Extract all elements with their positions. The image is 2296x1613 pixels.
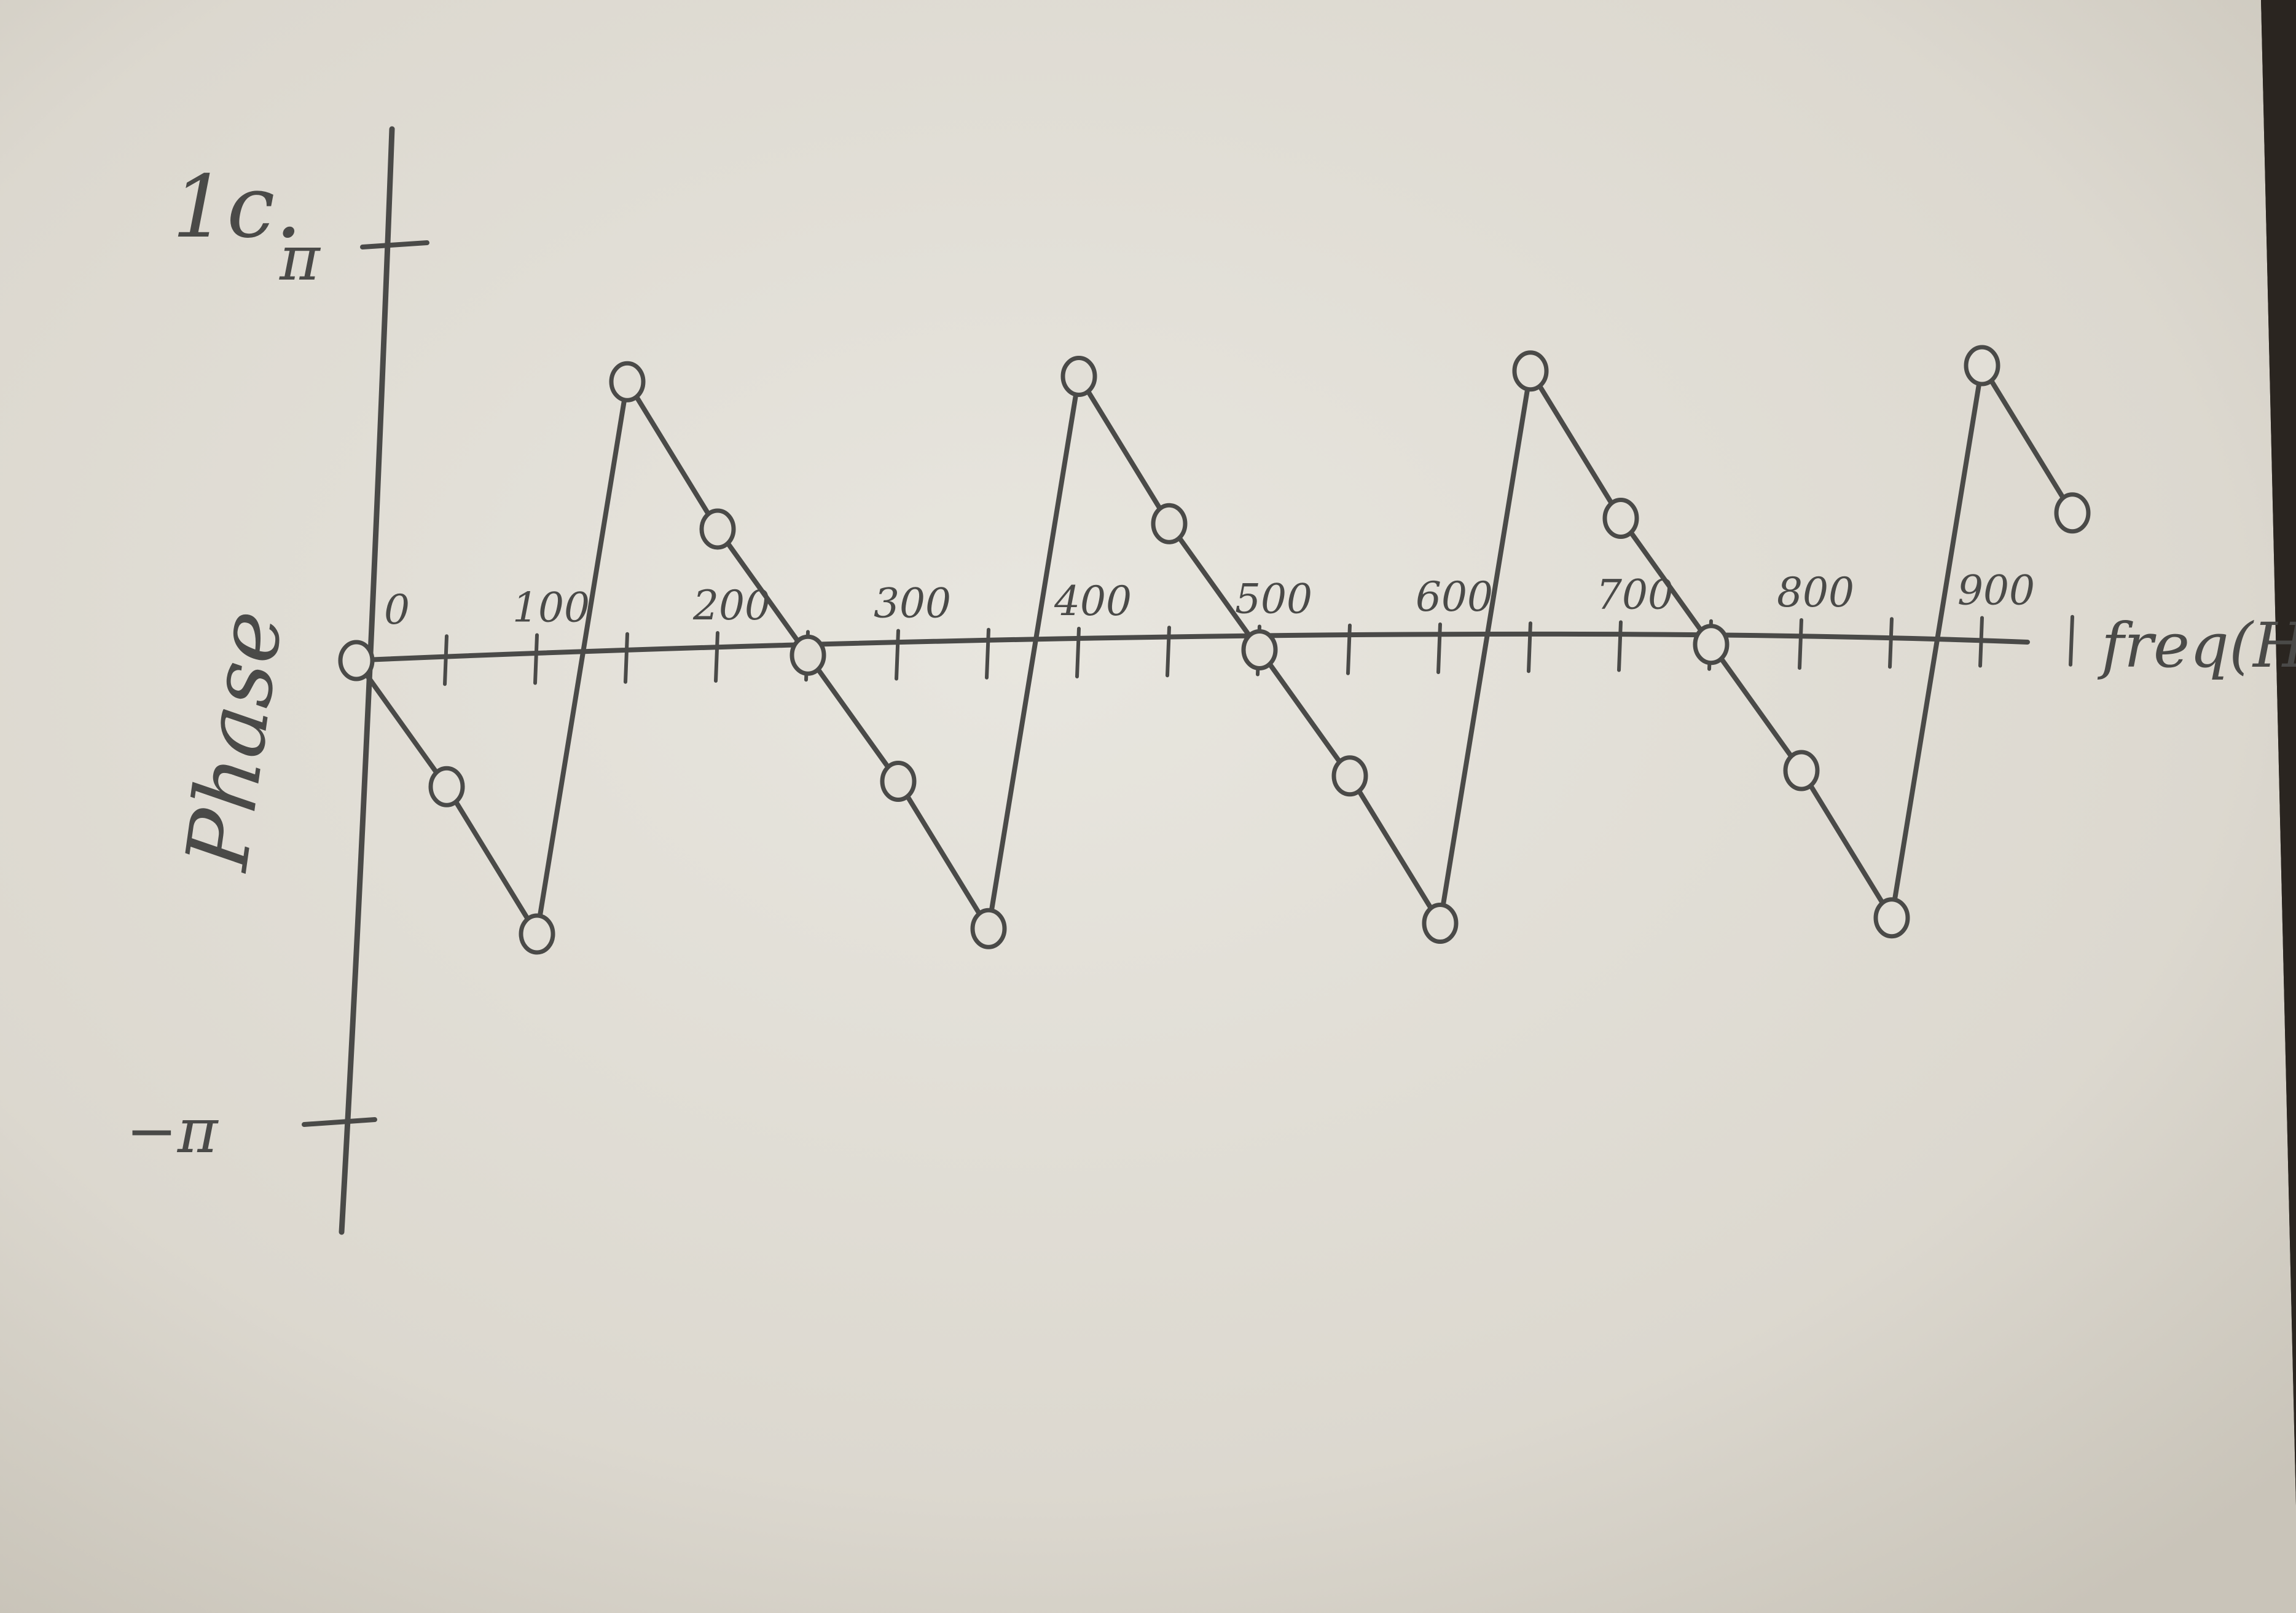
x-tick-mark bbox=[533, 633, 539, 685]
data-point-marker bbox=[880, 761, 917, 802]
data-point-marker bbox=[1512, 350, 1549, 392]
x-tick-mark bbox=[1888, 617, 1894, 669]
data-point-marker bbox=[1151, 503, 1188, 544]
data-point-marker bbox=[1693, 624, 1730, 665]
x-tick-mark bbox=[985, 627, 990, 680]
x-tick-label: 300 bbox=[874, 580, 951, 627]
data-point-marker bbox=[519, 913, 555, 955]
x-tick-mark bbox=[1166, 626, 1171, 678]
x-tick-mark bbox=[714, 631, 719, 683]
series-line bbox=[354, 363, 2075, 936]
data-point-marker bbox=[1873, 897, 1910, 939]
data-point-marker bbox=[338, 640, 375, 681]
x-tick-mark bbox=[443, 634, 449, 686]
x-tick-mark bbox=[1798, 618, 1803, 670]
y-bottom-label: −π bbox=[126, 1095, 219, 1167]
x-axis bbox=[348, 631, 2030, 663]
x-tick-mark bbox=[1436, 622, 1442, 674]
x-tick-label: 200 bbox=[692, 582, 770, 629]
data-point-marker bbox=[1331, 755, 1368, 797]
x-tick-mark bbox=[2069, 614, 2074, 667]
data-point-marker bbox=[1964, 345, 2000, 387]
x-tick-label: 400 bbox=[1054, 578, 1132, 625]
x-tick-mark bbox=[1617, 620, 1623, 672]
data-point-marker bbox=[789, 634, 826, 676]
data-point-marker bbox=[699, 508, 736, 550]
data-line bbox=[354, 363, 2075, 936]
data-point-marker bbox=[1422, 903, 1459, 944]
data-point-marker bbox=[1602, 498, 1639, 539]
x-tick-mark bbox=[895, 629, 900, 681]
x-tick-mark bbox=[1075, 627, 1081, 678]
y-top-label: π bbox=[279, 222, 321, 294]
x-tick-label: 800 bbox=[1777, 569, 1854, 616]
data-point-marker bbox=[609, 361, 646, 402]
y-top-tick bbox=[360, 240, 429, 249]
data-point-marker bbox=[1060, 356, 1097, 397]
x-axis-title: freq(Hz) bbox=[2097, 610, 2296, 681]
x-tick-label: 0 bbox=[384, 586, 410, 634]
x-tick-mark bbox=[1346, 623, 1352, 675]
x-tick-label: 600 bbox=[1416, 573, 1493, 621]
x-tick-label: 700 bbox=[1596, 571, 1674, 619]
x-tick-labels: 0 100 200 300 400 500 600 700 800 900 bbox=[384, 567, 2035, 634]
y-bottom-tick bbox=[302, 1117, 377, 1127]
data-point-marker bbox=[970, 908, 1007, 949]
data-point-marker bbox=[1783, 750, 1820, 791]
x-tick-mark bbox=[1527, 621, 1532, 673]
data-markers bbox=[338, 345, 2091, 955]
data-point-marker bbox=[1241, 629, 1278, 670]
x-tick-mark bbox=[1978, 616, 1984, 668]
table-edge bbox=[2261, 0, 2296, 1505]
data-point-marker bbox=[428, 766, 465, 807]
x-tick-label: 100 bbox=[512, 584, 590, 632]
x-tick-label: 900 bbox=[1957, 567, 2035, 614]
corner-label: 1c. bbox=[172, 157, 302, 257]
data-point-marker bbox=[2054, 492, 2091, 534]
x-tick-label: 500 bbox=[1235, 576, 1312, 623]
x-tick-mark bbox=[624, 632, 629, 684]
